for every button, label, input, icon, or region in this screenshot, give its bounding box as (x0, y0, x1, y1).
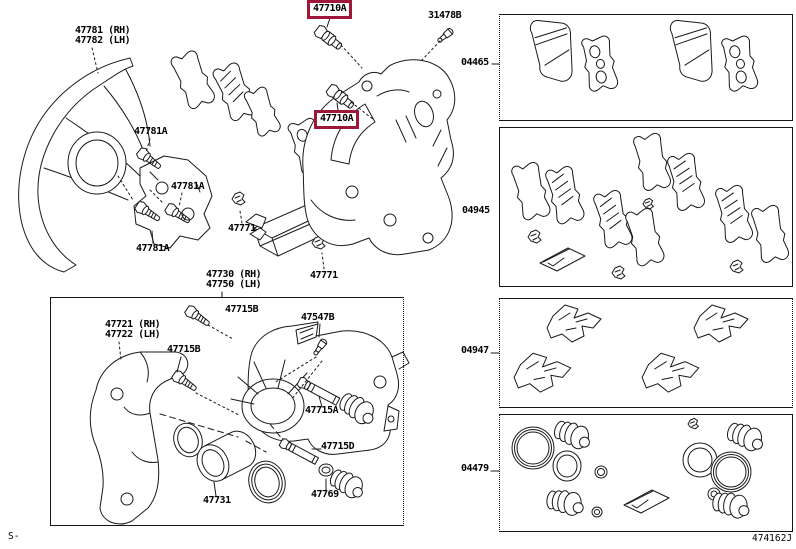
dust-shield-drawing (19, 58, 212, 272)
pads-and-shims-drawing (167, 47, 417, 231)
label-47769[interactable]: 47769 (311, 489, 339, 500)
kit-box-04479 (499, 414, 793, 532)
slide-pin-top-drawing (312, 23, 345, 53)
label-47731[interactable]: 47731 (203, 495, 231, 506)
pad-wear-clip-1-drawing (231, 191, 246, 206)
label-31478B[interactable]: 31478B (428, 10, 462, 21)
label-47715D[interactable]: 47715D (321, 441, 355, 452)
label-47715B-1[interactable]: 47715B (225, 304, 259, 315)
label-47771-2[interactable]: 47771 (310, 270, 338, 281)
leader-lines-main (92, 18, 440, 297)
label-line-lh: 47782 (LH) (75, 35, 131, 46)
shield-bolt-3-drawing (163, 201, 193, 227)
label-47771-1[interactable]: 47771 (228, 223, 256, 234)
pad-support-frame-drawing (246, 200, 350, 256)
label-47547B[interactable]: 47547B (301, 312, 335, 323)
kit-box-04945 (499, 127, 793, 287)
label-line-rh: 47781 (RH) (75, 25, 131, 36)
label-mounting-bracket[interactable]: 47721 (RH) 47722 (LH) (105, 319, 161, 340)
pad-wear-clip-2-drawing (311, 235, 326, 250)
label-47710A-bottom-highlighted[interactable]: 47710A (314, 110, 360, 129)
shield-bolt-1-drawing (134, 145, 165, 173)
label-shield[interactable]: 47781 (RH) 47782 (LH) (75, 25, 131, 46)
kit-box-04947 (499, 298, 793, 408)
label-47715A[interactable]: 47715A (305, 405, 339, 416)
label-47715B-2[interactable]: 47715B (167, 344, 201, 355)
caliper-subassembly-box (50, 297, 404, 526)
label-47781A-3[interactable]: 47781A (136, 243, 170, 254)
kit-box-04465 (499, 14, 793, 121)
label-kit-04947[interactable]: 04947 (461, 345, 489, 356)
label-line-rh: 47730 (RH) (206, 269, 262, 280)
label-caliper-assy[interactable]: 47730 (RH) 47750 (LH) (206, 269, 262, 290)
page-code: S- (8, 531, 20, 542)
slide-pin-bottom-drawing (324, 82, 357, 112)
label-line-lh: 47722 (LH) (105, 329, 161, 340)
label-kit-04479[interactable]: 04479 (461, 463, 489, 474)
figure-code: 474162J (752, 533, 793, 544)
label-47710A-top-highlighted[interactable]: 47710A (307, 0, 353, 19)
caliper-drawing (303, 60, 455, 255)
label-47781A-2[interactable]: 47781A (171, 181, 205, 192)
label-kit-04945[interactable]: 04945 (462, 205, 490, 216)
label-47781A-1[interactable]: 47781A (134, 126, 168, 137)
shield-bolt-2-drawing (133, 199, 163, 225)
label-kit-04465[interactable]: 04465 (461, 57, 489, 68)
leader-lines-kits (491, 64, 499, 471)
bleeder-plug-drawing (435, 26, 455, 45)
label-line-lh: 47750 (LH) (206, 279, 262, 290)
label-line-rh: 47721 (RH) (105, 319, 161, 330)
